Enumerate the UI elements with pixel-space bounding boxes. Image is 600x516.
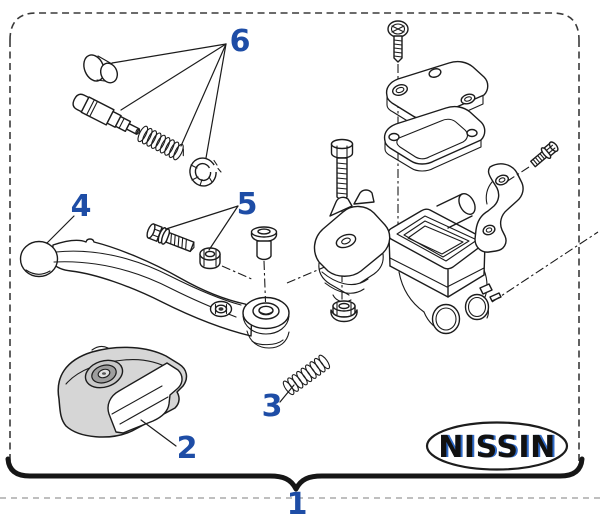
part-6-cap xyxy=(83,54,119,84)
lever-adjuster xyxy=(209,300,233,318)
reservoir-diaphragm-plate xyxy=(383,105,486,172)
mount-bolt xyxy=(330,138,354,202)
mount-nut xyxy=(330,300,358,323)
callout-6: 6 xyxy=(230,24,251,59)
lever-pivot-boss xyxy=(242,296,290,349)
nissin-logo-shadow: NISSIN xyxy=(440,430,557,465)
handlebar-clamp xyxy=(474,163,524,253)
callout-5: 5 xyxy=(237,187,258,222)
pivot-sleeve xyxy=(250,226,278,261)
callout-4: 4 xyxy=(71,189,92,224)
part-2-cover xyxy=(57,345,188,438)
bore-axis-centerline xyxy=(491,231,599,303)
lever-ball-end xyxy=(19,240,59,278)
cylinder-outlet-ports xyxy=(423,283,502,335)
cover-grommet xyxy=(84,359,124,389)
leader-lines xyxy=(46,43,295,447)
part-6-piston xyxy=(72,93,141,135)
cylinder-barrel xyxy=(436,193,476,229)
panel-border xyxy=(9,12,580,469)
part-6-circlip xyxy=(189,157,222,187)
callout-1: 1 xyxy=(287,487,308,516)
callout-2: 2 xyxy=(177,431,198,466)
lever-mount-bracket xyxy=(313,189,391,303)
clamp-bolt-centerline xyxy=(505,166,530,183)
lever-to-body-centerline xyxy=(286,265,328,284)
nissin-logo-text: NISSIN xyxy=(438,430,555,465)
part-5-nut xyxy=(199,247,221,270)
part-5-centerline xyxy=(221,265,255,281)
part-3-spring xyxy=(282,354,331,396)
reservoir-screw xyxy=(387,20,409,63)
assembly-brace xyxy=(5,456,585,492)
part-6-spring xyxy=(137,125,184,161)
nissin-logo: NISSIN NISSIN xyxy=(425,421,569,471)
callout-3: 3 xyxy=(262,389,283,424)
part-5-bolt xyxy=(146,223,195,253)
nissin-logo-oval xyxy=(425,421,569,471)
clamp-bolt xyxy=(530,141,559,168)
pivot-centerline xyxy=(263,260,267,303)
part-4-brake-lever xyxy=(19,238,290,349)
